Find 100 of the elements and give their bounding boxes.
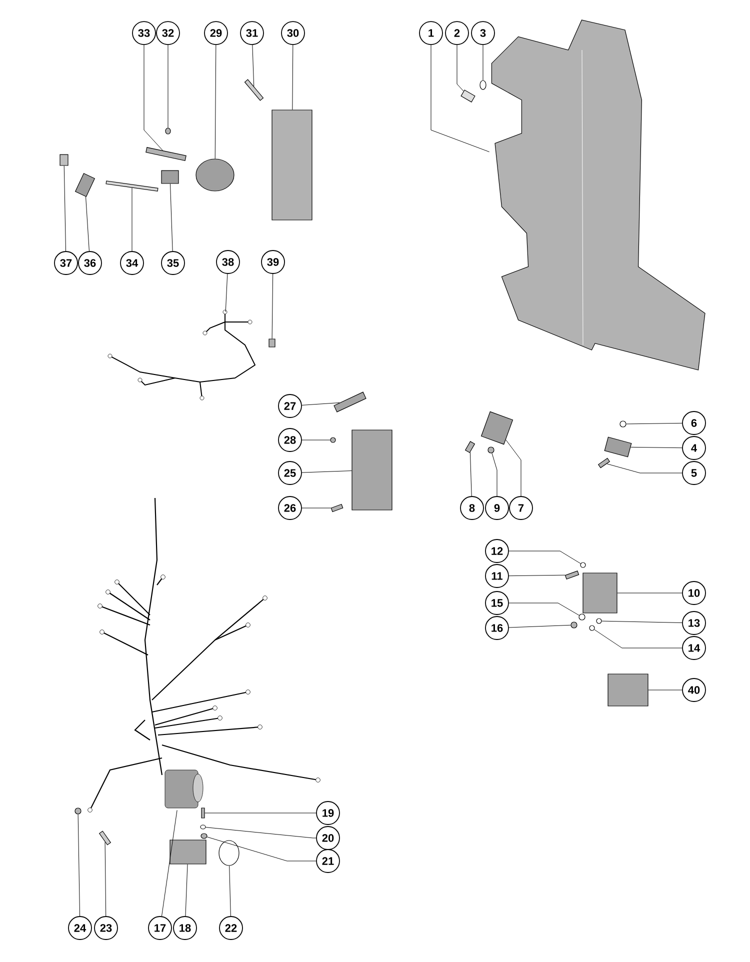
leader-line <box>204 812 316 814</box>
callout-number: 11 <box>485 564 509 588</box>
callout-number: 16 <box>485 616 509 640</box>
callout-number: 34 <box>120 251 144 275</box>
part-drawing <box>589 625 595 631</box>
callout-number: 7 <box>509 496 533 520</box>
leader-line <box>225 274 228 312</box>
part-drawing <box>165 128 171 134</box>
callout-number: 31 <box>240 21 264 45</box>
leader-line <box>206 827 316 838</box>
callout-number: 28 <box>278 428 302 452</box>
callout-number: 35 <box>161 251 185 275</box>
part-drawing <box>480 411 514 445</box>
callout-number: 14 <box>682 636 706 660</box>
callout-number: 8 <box>460 496 484 520</box>
part-drawing <box>196 158 234 192</box>
part-drawing <box>578 614 586 620</box>
part-drawing <box>570 622 578 628</box>
callout-number: 5 <box>682 461 706 485</box>
callout-number: 4 <box>682 436 706 460</box>
callout-number: 6 <box>682 411 706 435</box>
leader-line <box>252 44 254 87</box>
leader-line <box>470 452 472 496</box>
leader-line <box>185 864 188 916</box>
leader-line <box>430 44 490 152</box>
wiring-harness-drawing <box>88 498 320 812</box>
callout-number: 37 <box>54 251 78 275</box>
part-drawing <box>272 110 312 220</box>
part-drawing <box>74 808 82 814</box>
callout-number: 12 <box>485 539 509 563</box>
leader-line <box>482 44 484 80</box>
leader-line <box>86 196 90 252</box>
part-drawing <box>146 147 186 161</box>
leader-line <box>508 624 571 628</box>
leader-line <box>456 44 464 92</box>
leader-line <box>606 464 682 474</box>
part-drawing <box>564 570 580 580</box>
part-drawing <box>268 338 276 348</box>
part-drawing <box>480 80 486 90</box>
leader-line <box>144 44 163 151</box>
callout-number: 18 <box>173 916 197 940</box>
callout-number: 10 <box>682 581 706 605</box>
callout-number: 33 <box>132 21 156 45</box>
part-drawing <box>580 562 586 568</box>
part-drawing <box>352 430 392 510</box>
wiring-harness-drawing <box>108 310 256 400</box>
callout-number: 36 <box>78 251 102 275</box>
callout-number: 19 <box>316 801 340 825</box>
callout-number: 3 <box>471 21 495 45</box>
leader-line <box>508 550 581 564</box>
callout-number: 20 <box>316 826 340 850</box>
part-drawing <box>106 180 158 192</box>
part-drawing <box>170 840 206 864</box>
leader-line <box>302 470 352 473</box>
callout-number: 24 <box>68 916 92 940</box>
leader-line <box>229 866 231 916</box>
leader-line <box>492 452 498 496</box>
callout-number: 17 <box>148 916 172 940</box>
leader-line <box>617 592 682 594</box>
callout-number: 23 <box>94 916 118 940</box>
part-drawing <box>604 436 632 458</box>
callout-number: 38 <box>216 250 240 274</box>
part-drawing <box>582 572 618 614</box>
leader-line <box>302 402 340 406</box>
callout-number: 40 <box>682 678 706 702</box>
leader-line <box>161 810 178 916</box>
part-drawing <box>620 420 626 428</box>
part-drawing <box>60 154 68 166</box>
callout-number: 39 <box>261 250 285 274</box>
part-drawing <box>334 392 366 412</box>
callout-number: 21 <box>316 849 340 873</box>
part-drawing <box>460 90 476 102</box>
leader-line <box>78 814 80 916</box>
leader-line <box>104 842 106 916</box>
part-drawing <box>330 437 336 443</box>
callout-number: 32 <box>156 21 180 45</box>
part-drawing <box>200 833 208 839</box>
leader-line <box>206 836 316 862</box>
callout-number: 25 <box>278 461 302 485</box>
part-drawing <box>488 446 494 454</box>
leader-line <box>272 274 274 339</box>
leader-line <box>626 422 682 424</box>
part-drawing <box>201 808 205 818</box>
leader-line <box>292 44 294 110</box>
part-drawing <box>244 79 264 101</box>
leader-line <box>506 440 522 496</box>
leader-line <box>594 629 682 648</box>
leader-line <box>64 166 66 252</box>
callout-number: 29 <box>204 21 228 45</box>
callout-number: 1 <box>419 21 443 45</box>
callout-number: 9 <box>485 496 509 520</box>
leader-line <box>214 44 216 159</box>
part-drawing <box>161 170 179 184</box>
plate-drawing <box>491 20 706 370</box>
callout-number: 13 <box>682 611 706 635</box>
leader-line <box>602 620 682 623</box>
leader-line <box>508 602 580 616</box>
callout-number: 30 <box>281 21 305 45</box>
leader-line <box>630 446 682 448</box>
callout-number: 2 <box>445 21 469 45</box>
